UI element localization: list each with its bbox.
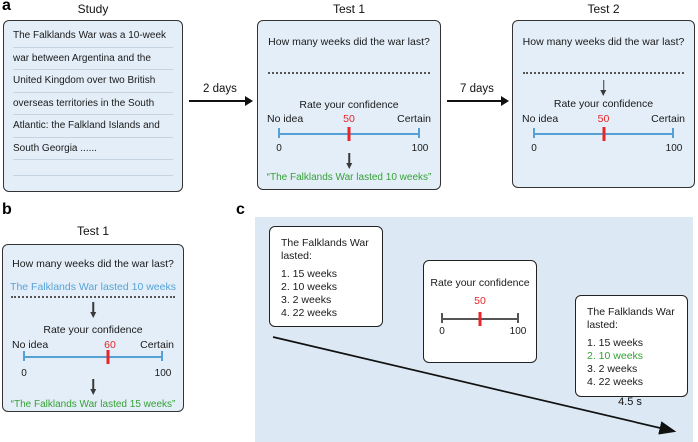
scale-left-label: No idea xyxy=(12,339,49,351)
study-text-line: The Falklands War was a 10-week xyxy=(13,25,173,48)
panel-b-test1-title: Test 1 xyxy=(76,224,109,238)
choice-title-line: lasted: xyxy=(281,249,312,262)
scale-marker xyxy=(106,350,110,364)
recall-answer-text: “The Falklands War lasted 10 weeks” xyxy=(266,172,432,183)
feedback-title-line: lasted: xyxy=(587,318,618,331)
right-arrow-icon xyxy=(447,96,509,106)
delay-2days-label: 2 days xyxy=(203,83,237,95)
study-text-line: overseas territories in the South xyxy=(13,93,173,115)
study-text-line: Atlantic: the Falkland Islands and xyxy=(13,115,173,138)
scale-left-label: No idea xyxy=(267,113,304,125)
scale-max-label: 100 xyxy=(509,326,527,337)
down-arrow-icon xyxy=(348,153,350,164)
screen-duration-label: 4.5 s xyxy=(618,396,642,408)
test1-title: Test 1 xyxy=(332,2,365,16)
scale-left-label: No idea xyxy=(522,113,559,125)
delay-7days-label: 7 days xyxy=(460,83,494,95)
confidence-prompt: Rate your confidence xyxy=(553,98,654,110)
scale-marker xyxy=(347,127,351,141)
choice-screen-box: The Falklands War lasted: 1. 15 weeks 2.… xyxy=(269,226,383,327)
scale-min-tick xyxy=(533,128,535,138)
test1-box: How many weeks did the war last? Rate yo… xyxy=(257,20,441,190)
scale-min-tick xyxy=(441,313,443,323)
feedback-option: 1. 15 weeks xyxy=(587,337,644,349)
feedback-option: 3. 2 weeks xyxy=(587,363,638,375)
down-arrow-icon xyxy=(602,80,605,91)
ruled-line xyxy=(13,160,173,176)
test2-box: How many weeks did the war last? Rate yo… xyxy=(512,20,695,188)
scale-max-tick xyxy=(161,351,163,361)
scale-marker xyxy=(478,312,482,326)
down-arrow-icon xyxy=(92,379,94,390)
panel-b-test1-box: How many weeks did the war last? The Fal… xyxy=(2,244,184,412)
confidence-prompt: Rate your confidence xyxy=(299,99,399,111)
feedback-screen-box: The Falklands War lasted: 1. 15 weeks 2.… xyxy=(575,295,688,397)
confidence-scale xyxy=(533,127,674,141)
test2-title: Test 2 xyxy=(587,2,620,16)
right-arrow-icon xyxy=(189,96,253,106)
question-text: How many weeks did the war last? xyxy=(522,36,685,48)
scale-max-label: 100 xyxy=(154,368,172,379)
scale-max-tick xyxy=(418,128,420,138)
choice-options: 1. 15 weeks 2. 10 weeks 3. 2 weeks 4. 22… xyxy=(281,268,382,320)
scale-min-label: 0 xyxy=(531,143,537,154)
scale-max-label: 100 xyxy=(411,143,429,154)
confidence-scale xyxy=(278,127,420,141)
study-text-line: South Georgia ...... xyxy=(13,138,173,160)
question-text: How many weeks did the war last? xyxy=(12,258,174,270)
scale-right-label: Certain xyxy=(397,113,431,125)
study-text-line: United Kingdom over two British xyxy=(13,70,173,93)
feedback-option-correct: 2. 10 weeks xyxy=(587,350,644,362)
panel-b-label: b xyxy=(2,201,12,218)
panel-a-label: a xyxy=(2,0,11,14)
choice-title-line: The Falklands War xyxy=(281,237,369,249)
scale-right-label: Certain xyxy=(651,113,685,125)
diagonal-arrow-icon xyxy=(272,336,677,435)
panel-c-label: c xyxy=(236,201,245,218)
scale-min-label: 0 xyxy=(21,368,27,379)
feedback-options: 1. 15 weeks 2. 10 weeks 3. 2 weeks 4. 22… xyxy=(587,337,687,389)
confidence-prompt: Rate your confidence xyxy=(430,277,530,289)
choice-option: 3. 2 weeks xyxy=(281,294,332,306)
recall-answer-text: “The Falklands War lasted 15 weeks” xyxy=(10,399,176,410)
scale-max-tick xyxy=(672,128,674,138)
scale-min-tick xyxy=(278,128,280,138)
confidence-value: 50 xyxy=(474,295,486,307)
choice-option: 1. 15 weeks xyxy=(281,268,338,280)
study-title: Study xyxy=(77,2,109,16)
scale-min-label: 0 xyxy=(276,143,282,154)
feedback-option: 4. 22 weeks xyxy=(587,376,644,388)
confidence-value: 50 xyxy=(343,113,355,125)
restudy-cue-text: The Falklands War lasted 10 weeks xyxy=(10,281,176,293)
study-text: The Falklands War was a 10-week war betw… xyxy=(4,21,182,176)
study-box: The Falklands War was a 10-week war betw… xyxy=(3,20,183,192)
answer-blank-line xyxy=(523,72,684,74)
scale-min-tick xyxy=(23,351,25,361)
answer-blank-line xyxy=(11,296,175,298)
confidence-value: 50 xyxy=(597,113,610,125)
choice-option: 2. 10 weeks xyxy=(281,281,338,293)
confidence-screen-box: Rate your confidence 50 0 100 xyxy=(423,260,537,363)
down-arrow-icon xyxy=(92,302,94,313)
confidence-prompt: Rate your confidence xyxy=(43,324,143,336)
confidence-scale xyxy=(23,350,163,364)
confidence-scale xyxy=(441,312,519,326)
feedback-title-line: The Falklands War xyxy=(587,306,675,318)
scale-max-label: 100 xyxy=(665,143,683,154)
confidence-value: 60 xyxy=(104,339,116,351)
question-text: How many weeks did the war last? xyxy=(268,36,430,48)
answer-blank-line xyxy=(268,72,430,74)
scale-line xyxy=(23,356,163,358)
choice-option: 4. 22 weeks xyxy=(281,307,338,319)
scale-marker xyxy=(602,127,605,141)
scale-min-label: 0 xyxy=(439,326,445,337)
study-text-line: war between Argentina and the xyxy=(13,48,173,70)
scale-right-label: Certain xyxy=(140,339,174,351)
scale-max-tick xyxy=(517,313,519,323)
